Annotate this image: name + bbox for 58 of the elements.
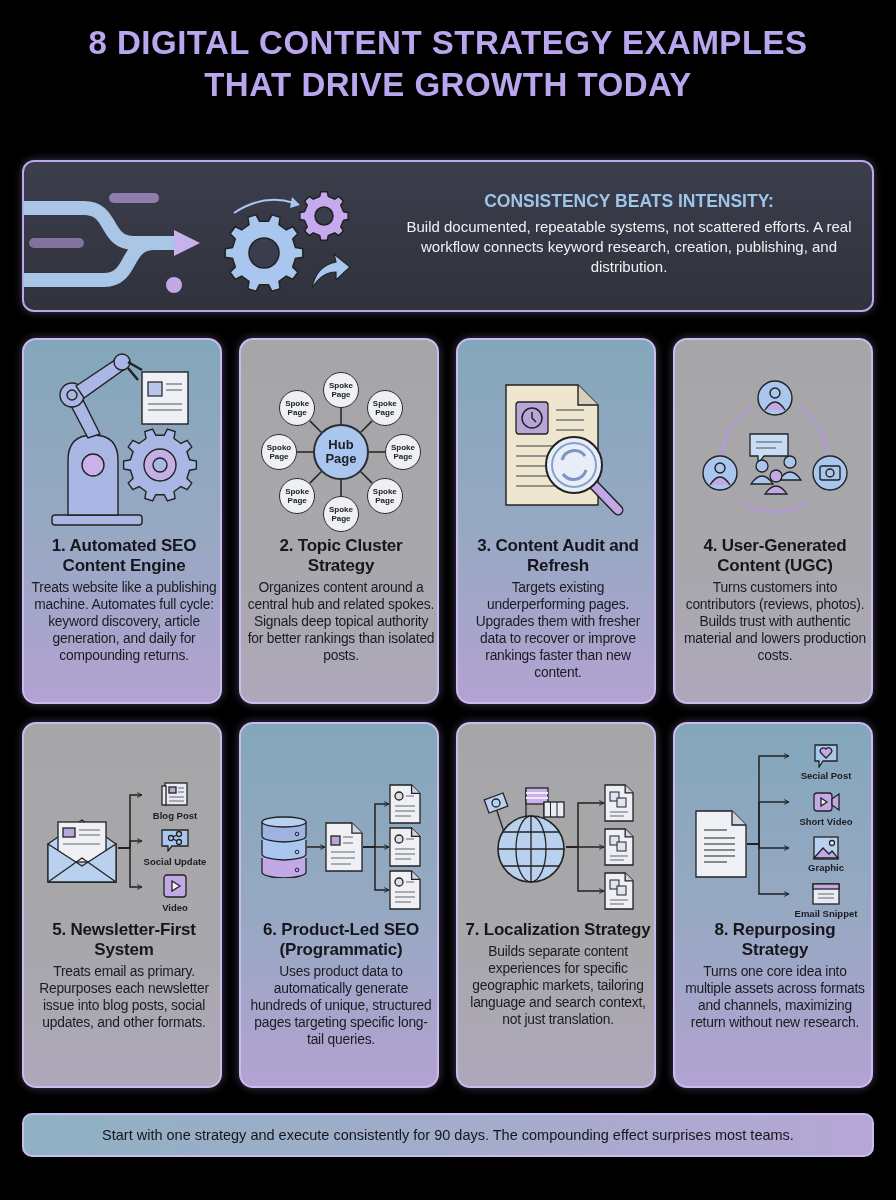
callout-banner xyxy=(22,160,874,312)
connector-line xyxy=(340,407,342,425)
output-label: Email Snippet xyxy=(793,908,859,919)
strategy-card xyxy=(673,722,873,1088)
spoke-node: Spoke Page xyxy=(279,477,316,514)
card-description: Organizes content around a central hub and related spokes. Signals deep topical authority for better rankings than isolated posts. xyxy=(247,579,435,664)
strategy-card xyxy=(239,722,439,1088)
card-description: Treats website like a publishing machine. Automates full cycle: keyword discovery, article generation, and daily for compounding returns. xyxy=(30,579,218,664)
hub-node: Hub Page xyxy=(313,424,369,480)
spoke-node: Spoke Page xyxy=(279,390,316,427)
spoke-node: Spoke Page xyxy=(366,477,403,514)
strategy-card xyxy=(673,338,873,704)
arrow xyxy=(565,846,605,894)
connector-line xyxy=(309,420,322,433)
strategy-card xyxy=(456,338,656,704)
arrow xyxy=(746,843,790,897)
card-heading: 5. Newsletter-First System xyxy=(51,920,197,960)
spoke-node: Spoke Page xyxy=(323,496,359,532)
spoke-node: Spoke Page xyxy=(385,434,421,470)
card-heading: 2. Topic Cluster Strategy xyxy=(278,536,404,576)
arrow xyxy=(362,846,390,893)
card-heading: 4. User-Generated Content (UGC) xyxy=(702,536,848,576)
card-heading: 6. Product-Led SEO (Programmatic) xyxy=(261,920,420,960)
strategy-card xyxy=(22,722,222,1088)
output-label: Blog Post xyxy=(151,810,199,821)
connector-line xyxy=(360,420,373,433)
connector-line xyxy=(360,471,373,484)
connector-line xyxy=(368,451,386,453)
connector-line xyxy=(296,451,314,453)
strategy-card xyxy=(22,338,222,704)
spoke-node: Spoke Page xyxy=(323,372,359,408)
strategy-card xyxy=(239,338,439,704)
arrow xyxy=(117,847,143,890)
output-label: Video xyxy=(161,902,189,913)
spoke-node: Spoke Page xyxy=(366,390,403,427)
page-title: 8 DIGITAL CONTENT STRATEGY EXAMPLES THAT DRIVE GROWTH TODAY xyxy=(87,23,809,105)
card-heading: 7. Localization Strategy xyxy=(465,920,651,940)
card-description: Targets existing underperforming pages. Upgrades them with fresher data to recover or improve rankings faster than new content. xyxy=(474,579,642,681)
output-label: Graphic xyxy=(807,862,845,873)
arrow xyxy=(306,844,326,850)
card-description: Turns one core idea into multiple assets across formats and channels, maximizing return without new research. xyxy=(684,963,866,1031)
card-heading: 3. Content Audit and Refresh xyxy=(476,536,640,576)
spoke-node: Spoko Page xyxy=(261,434,297,470)
output-label: Secial Post xyxy=(799,770,853,781)
connector-line xyxy=(340,479,342,497)
strategy-card xyxy=(456,722,656,1088)
output-label: Social Update xyxy=(142,856,208,867)
card-description: Builds separate content experiences for specific geographic markets, tailoring language and search context, not just translation. xyxy=(469,943,647,1028)
output-label: Short Video xyxy=(798,816,854,827)
card-description: Turns customers into contributors (reviews, photos). Builds trust with authentic material and lowers production costs. xyxy=(683,579,867,664)
connector-line xyxy=(309,471,322,484)
callout-heading: CONSISTENCY BEATS INTENSITY: xyxy=(484,190,774,212)
card-heading: 8. Repurposing Strategy xyxy=(713,920,837,960)
card-heading: 1. Automated SEO Content Engine xyxy=(50,536,198,576)
tip-banner: Start with one strategy and execute consistently for 90 days. The compounding effect surprises most teams. xyxy=(22,1113,874,1157)
card-description: Uses product data to automatically generate hundreds of unique, structured pages targeting specific long-tail queries. xyxy=(249,963,433,1048)
card-description: Treats email as primary. Repurposes each newsletter issue into blog posts, social updates, and other formats. xyxy=(38,963,210,1031)
callout-text: Build documented, repeatable systems, not scattered efforts. A real workflow connects keyword research, creation, publishing, and distribution. xyxy=(405,217,853,277)
